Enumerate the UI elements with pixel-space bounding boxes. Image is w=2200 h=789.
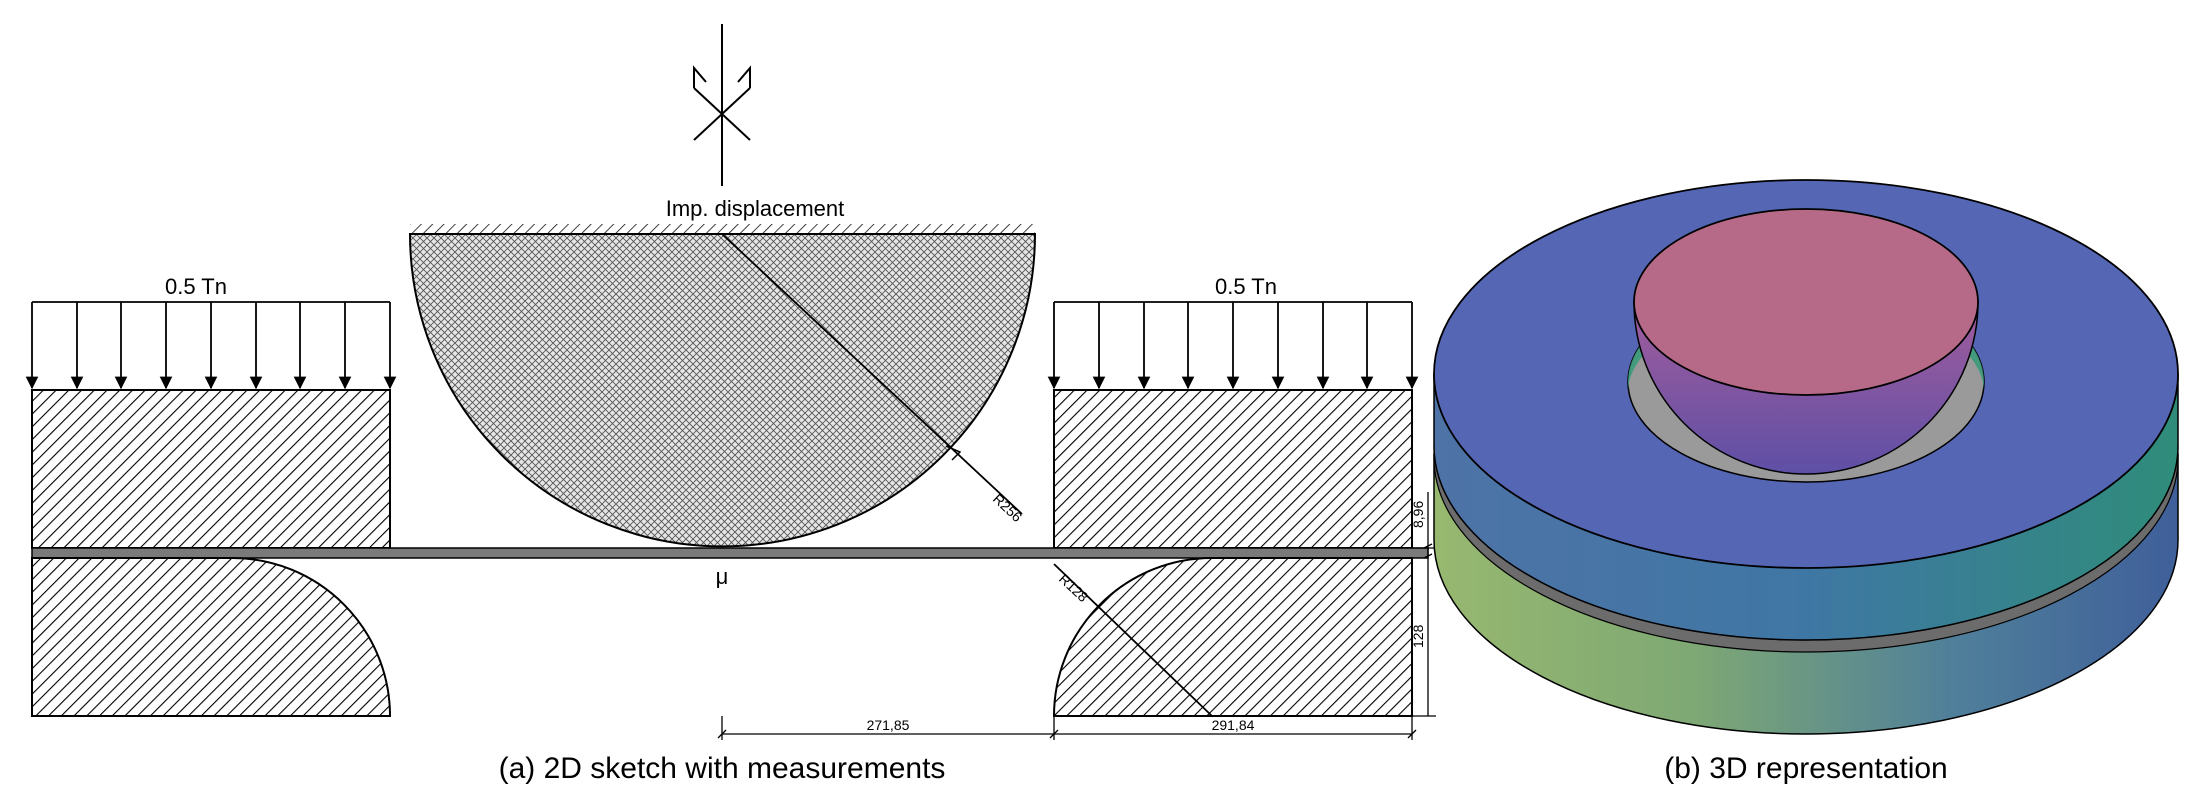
thickness-label: 8,96	[1410, 501, 1426, 528]
load-right-label: 0.5 Tn	[1215, 274, 1277, 299]
lower-height-label: 128	[1410, 624, 1426, 648]
die-left	[31, 557, 392, 717]
punch-hemisphere	[408, 233, 1037, 548]
sketch-2d: Imp. displacement R256 0.5 Tn 0.5 Tn	[25, 24, 1436, 785]
dim-inner-label: 271,85	[867, 717, 910, 733]
blank-holder-right	[1053, 389, 1413, 549]
caption-b: (b) 3D representation	[1664, 752, 1947, 784]
render-3d: (b) 3D representation	[1433, 179, 2179, 785]
die-right	[1052, 557, 1413, 717]
radius-top-label: R256	[990, 490, 1026, 525]
displacement-symbol	[693, 24, 751, 186]
load-right-arrows	[1047, 301, 1419, 390]
caption-a: (a) 2D sketch with measurements	[499, 752, 946, 784]
imposed-displacement-label: Imp. displacement	[666, 196, 845, 221]
ground-hatch	[410, 224, 1035, 234]
friction-label: μ	[716, 564, 729, 589]
radius-line-top	[721, 233, 1023, 515]
horizontal-dimensions	[717, 716, 1417, 740]
punch-top-face	[1633, 208, 1979, 396]
dim-outer-label: 291,84	[1212, 717, 1255, 733]
radius-bottom-label: R128	[1056, 570, 1092, 605]
load-left-label: 0.5 Tn	[165, 274, 227, 299]
vertical-dimensions	[1412, 492, 1436, 717]
load-left-arrows	[25, 301, 397, 390]
radius-line-bottom	[1053, 563, 1213, 717]
blank-holder-left	[31, 389, 391, 549]
sheet-plate	[31, 547, 1429, 559]
